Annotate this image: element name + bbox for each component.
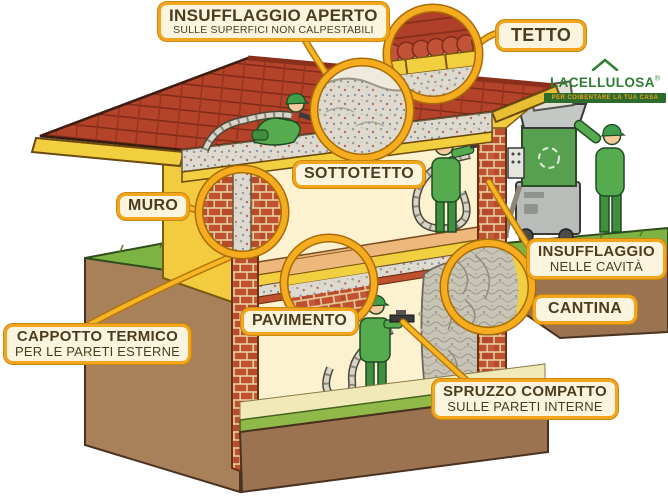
label-spruzzo-compatto-title: SPRUZZO COMPATTO [443, 383, 607, 400]
label-spruzzo-compatto-subtitle: SULLE PARETI INTERNE [447, 398, 603, 414]
label-muro: MURO [117, 193, 190, 220]
worker-cavity-injector [411, 133, 487, 233]
label-cantina: CANTINA [533, 295, 638, 324]
lacellulosa-logo: LACELLULOSA® PER COIBENTARE LA TUA CASA [544, 58, 666, 103]
magnifier-sottotetto [309, 57, 415, 163]
label-insufflaggio-cavita: INSUFFLAGGIO NELLE CAVITÀ [527, 239, 666, 279]
label-pavimento-title: PAVIMENTO [252, 312, 348, 329]
label-cappotto-termico-subtitle: PER LE PARETI ESTERNE [15, 343, 181, 359]
label-cantina-title: CANTINA [548, 300, 623, 317]
label-muro-title: MURO [128, 197, 179, 214]
logo-tagline: PER COIBENTARE LA TUA CASA [544, 93, 666, 103]
worker-machine-operator [573, 119, 626, 233]
label-sottotetto: SOTTOTETTO [293, 161, 425, 188]
label-insufflaggio-cavita-title: INSUFFLAGGIO [538, 243, 655, 260]
label-insufflaggio-aperto: INSUFFLAGGIO APERTO SULLE SUPERFICI NON … [158, 2, 389, 42]
label-tetto: TETTO [496, 20, 587, 52]
label-pavimento: PAVIMENTO [241, 308, 359, 335]
label-sottotetto-title: SOTTOTETTO [304, 165, 414, 182]
logo-roof-icon [591, 58, 619, 72]
label-insufflaggio-aperto-title: INSUFFLAGGIO APERTO [169, 6, 378, 25]
label-cappotto-termico: CAPPOTTO TERMICO PER LE PARETI ESTERNE [4, 324, 192, 364]
label-spruzzo-compatto: SPRUZZO COMPATTO SULLE PARETI INTERNE [432, 379, 618, 419]
worker-attic-sprayer [201, 92, 332, 152]
label-insufflaggio-cavita-subtitle: NELLE CAVITÀ [549, 258, 644, 274]
magnifier-muro [194, 164, 290, 260]
label-tetto-title: TETTO [511, 25, 572, 45]
label-insufflaggio-aperto-subtitle: SULLE SUPERFICI NON CALPESTABILI [173, 24, 374, 37]
magnifier-cantina [439, 238, 537, 336]
logo-name: LACELLULOSA [549, 75, 655, 90]
label-cappotto-termico-title: CAPPOTTO TERMICO [16, 328, 179, 345]
logo-registered-mark: ® [654, 75, 661, 83]
